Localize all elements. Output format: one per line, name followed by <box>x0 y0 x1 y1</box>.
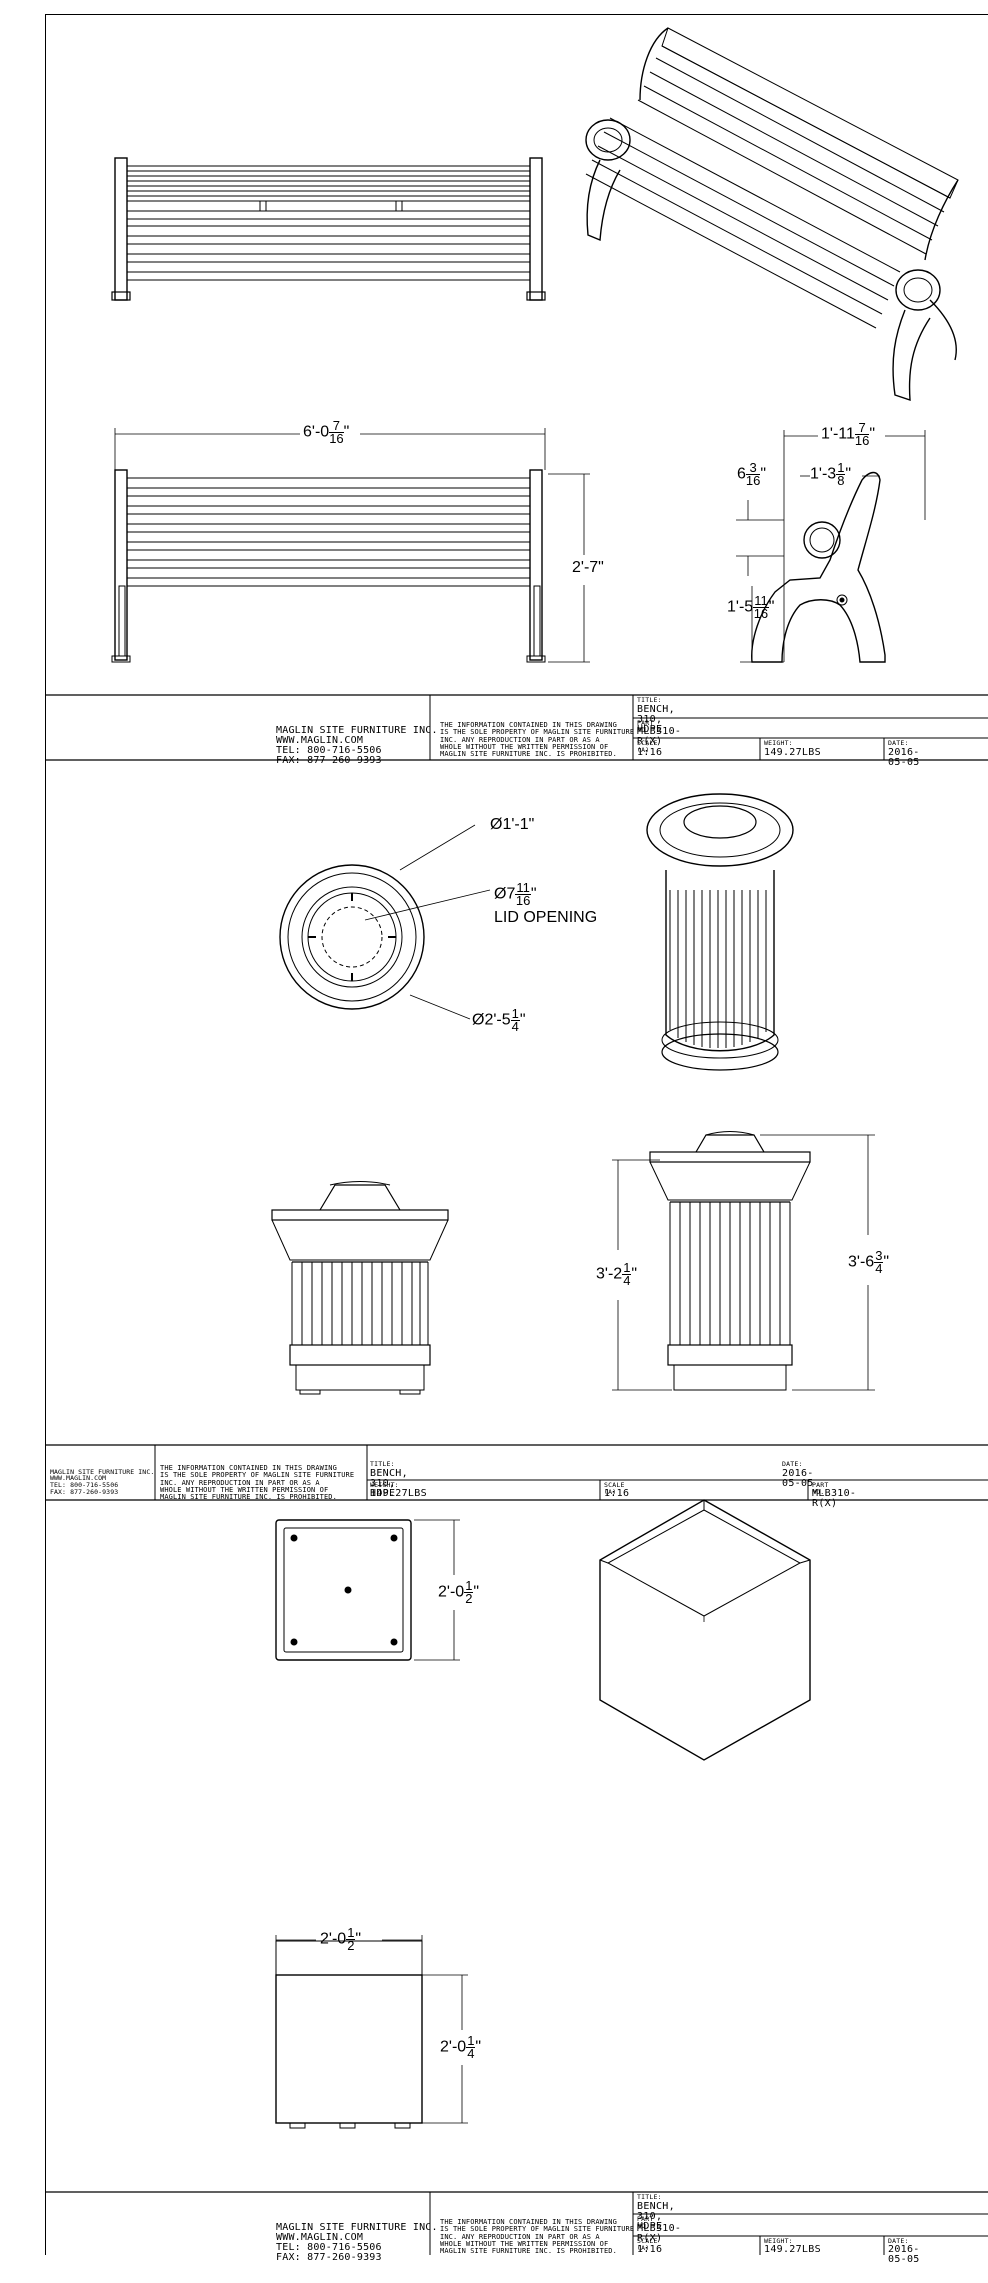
date-value: 2016-05-05 <box>782 1468 814 1489</box>
weight-value: 149.27LBS <box>764 2244 821 2255</box>
company-info: MAGLIN SITE FURNITURE INC.WWW.MAGLIN.COM… <box>50 1467 155 1496</box>
bench-rear-elevation <box>111 428 590 663</box>
bench-side-elevation <box>736 430 926 663</box>
weight-value: 149.27LBS <box>764 747 821 758</box>
drawing-frame <box>45 14 988 2255</box>
lid-opening-note: LID OPENING <box>494 909 598 926</box>
receptacle-top-diameter: Ø1'-1" <box>490 816 535 833</box>
planter-plan-view <box>275 1519 460 1661</box>
bench-height-dimension: 2'-7" <box>572 559 604 576</box>
title-block-3-lines <box>45 2191 988 2255</box>
planter-elevation-view <box>275 1935 468 2129</box>
scale-label: SCALE (A) <box>604 1481 625 1496</box>
date-value: 2016-05-05 <box>888 2244 920 2265</box>
part-label: PART NO. <box>637 2215 654 2230</box>
legal-notice: THE INFORMATION CONTAINED IN THIS DRAWIN… <box>160 1463 355 1502</box>
date-value: 2016-05-05 <box>888 747 920 768</box>
scale-value: 1:16 <box>604 1488 630 1499</box>
scale-value: 1:16 <box>637 2244 663 2255</box>
weight-label: WEIGHT: <box>370 1481 399 1489</box>
part-label: PART NO. <box>637 719 654 734</box>
weight-value: 149.27LBS <box>370 1488 427 1499</box>
drawing-title: BENCH, 310, HDPE <box>637 2201 675 2232</box>
planter-isometric-view <box>599 1499 811 1761</box>
part-label: PART NO. <box>812 1481 829 1496</box>
company-info: MAGLIN SITE FURNITURE INC.WWW.MAGLIN.COM… <box>276 725 438 766</box>
drawing-title: BENCH, 310, HDPE <box>637 704 675 735</box>
part-number: MLB310-R(X) <box>812 1488 857 1509</box>
title-label: TITLE: <box>370 1460 395 1468</box>
scale-label: SCALE (A) <box>637 739 658 754</box>
legal-notice: THE INFORMATION CONTAINED IN THIS DRAWIN… <box>440 720 635 759</box>
scale-label: SCALE (A) <box>637 2237 658 2252</box>
receptacle-plan-view <box>279 824 491 1020</box>
part-number: MLB310-R(X) <box>637 726 682 747</box>
title-label: TITLE: <box>637 2193 662 2201</box>
bench-isometric-view <box>585 27 959 401</box>
date-label: DATE: <box>888 2237 909 2245</box>
weight-label: WEIGHT: <box>764 739 793 747</box>
drawing-title: BENCH, 310, HDPE <box>370 1468 408 1499</box>
title-block-1-lines <box>45 694 988 761</box>
legal-notice: THE INFORMATION CONTAINED IN THIS DRAWIN… <box>440 2217 635 2256</box>
date-label: DATE: <box>888 739 909 747</box>
weight-label: WEIGHT: <box>764 2237 793 2245</box>
receptacle-front-elevation <box>271 1181 449 1395</box>
scale-value: 1:16 <box>637 747 663 758</box>
title-block-2-lines <box>45 1444 988 1501</box>
bench-front-elevation <box>111 157 546 301</box>
receptacle-isometric-view <box>646 793 794 1071</box>
receptacle-side-elevation <box>612 1131 875 1391</box>
title-label: TITLE: <box>637 696 662 704</box>
company-info: MAGLIN SITE FURNITURE INC.WWW.MAGLIN.COM… <box>276 2222 438 2263</box>
date-label: DATE: <box>782 1460 803 1468</box>
part-number: MLB310-R(X) <box>637 2223 682 2244</box>
